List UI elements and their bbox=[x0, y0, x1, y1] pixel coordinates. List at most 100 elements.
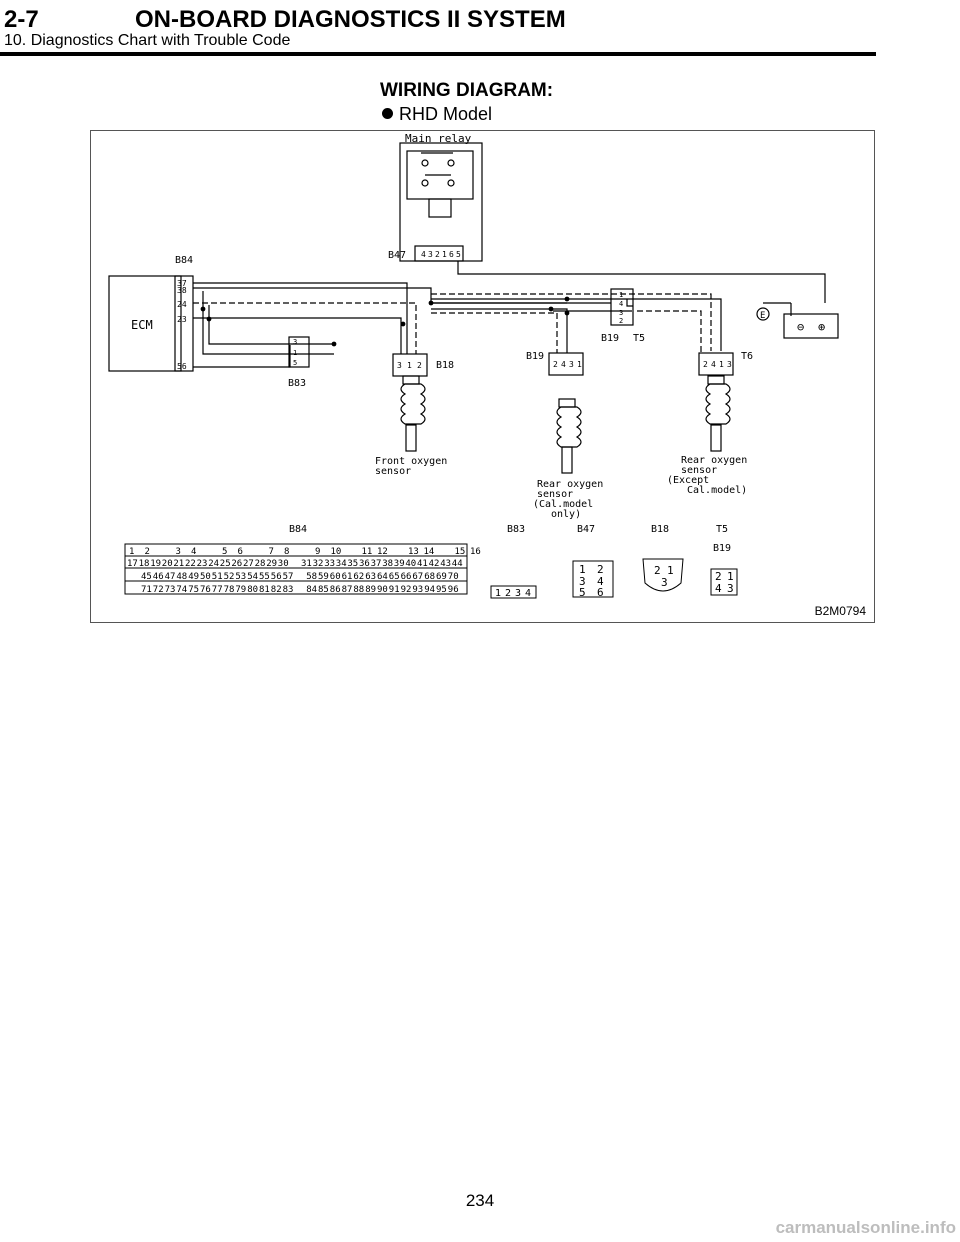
subsection-title: 10. Diagnostics Chart with Trouble Code bbox=[4, 32, 291, 49]
face-b84-pin: 20 bbox=[162, 559, 173, 569]
face-b84-pin: 92 bbox=[401, 585, 412, 595]
face-b84-pin: 73 bbox=[165, 585, 176, 595]
face-b84-pin: 15 bbox=[455, 547, 466, 557]
t5-label: T5 bbox=[633, 333, 645, 344]
face-t5-label: T5 bbox=[716, 524, 728, 535]
b47-pin-label: 4 bbox=[421, 250, 426, 259]
b84-label: B84 bbox=[175, 255, 193, 266]
section-title: ON-BOARD DIAGNOSTICS II SYSTEM bbox=[135, 6, 566, 33]
face-b84-pin: 57 bbox=[283, 572, 294, 582]
watermark: carmanualsonline.info bbox=[775, 1218, 956, 1237]
face-b18-pin: 3 bbox=[661, 576, 668, 589]
b47-pin-label: 2 bbox=[435, 250, 440, 259]
face-b18-pin: 2 bbox=[654, 564, 661, 577]
b19-connector bbox=[548, 352, 584, 376]
t5-pin-label: 2 bbox=[619, 317, 623, 325]
face-b84-pin: 7 bbox=[269, 547, 274, 557]
main-relay-label: Main relay bbox=[405, 132, 472, 145]
face-b84-pin: 75 bbox=[188, 585, 199, 595]
face-b84-pin: 43 bbox=[440, 559, 451, 569]
face-b84-pin: 90 bbox=[377, 585, 388, 595]
face-b84-pin: 79 bbox=[235, 585, 246, 595]
b47-pin-label: 3 bbox=[428, 250, 433, 259]
b83-label: B83 bbox=[288, 378, 306, 389]
face-b84-pin: 94 bbox=[424, 585, 435, 595]
face-b84-pin: 47 bbox=[165, 572, 176, 582]
face-b84-pin: 26 bbox=[231, 559, 242, 569]
face-b84-pin: 40 bbox=[405, 559, 416, 569]
rear-sensor-cal-label: only) bbox=[551, 509, 581, 520]
face-b84-pin: 12 bbox=[377, 547, 388, 557]
face-b84-pin: 56 bbox=[271, 572, 282, 582]
face-b84-pin: 28 bbox=[255, 559, 266, 569]
ecm-pin-label: 38 bbox=[177, 286, 187, 295]
t5-pin-label: 1 bbox=[619, 291, 623, 299]
t6-pin-label: 4 bbox=[711, 360, 716, 369]
face-b84-pin: 53 bbox=[235, 572, 246, 582]
face-b84-pin: 82 bbox=[271, 585, 282, 595]
ecm-pin-label: 37 bbox=[177, 279, 187, 288]
face-b84-pin: 51 bbox=[212, 572, 223, 582]
header-rule bbox=[0, 52, 876, 56]
face-b18 bbox=[642, 558, 684, 592]
face-b84-pin: 42 bbox=[429, 559, 440, 569]
bullet-dot bbox=[382, 108, 393, 119]
b18-pin-label: 2 bbox=[417, 361, 422, 370]
face-b84-pin: 8 bbox=[284, 547, 289, 557]
face-b84-pin: 84 bbox=[306, 585, 317, 595]
face-b47-pin: 6 bbox=[597, 586, 604, 599]
figure-id: B2M0794 bbox=[814, 604, 866, 618]
face-b84-pin: 14 bbox=[424, 547, 435, 557]
face-b83 bbox=[490, 585, 537, 599]
face-b83-label: B83 bbox=[507, 524, 525, 535]
main-relay-box bbox=[399, 142, 483, 262]
face-b84-pin: 32 bbox=[313, 559, 324, 569]
rear-sensor-except-label: Cal.model) bbox=[687, 485, 747, 496]
model-bullet-label: RHD Model bbox=[399, 104, 493, 124]
battery-negative-terminal: ⊖ bbox=[797, 320, 804, 334]
b19-pin-label: 1 bbox=[577, 360, 582, 369]
face-b47-label: B47 bbox=[577, 524, 595, 535]
t6-label: T6 bbox=[741, 351, 753, 362]
face-b84-pin: 50 bbox=[200, 572, 211, 582]
face-b19-label: B19 bbox=[713, 543, 731, 554]
face-b84-pin: 13 bbox=[408, 547, 419, 557]
ground-label: E bbox=[760, 311, 765, 321]
face-b47-pin: 5 bbox=[579, 586, 586, 599]
face-b84-pin: 36 bbox=[359, 559, 370, 569]
face-b84-pin: 41 bbox=[417, 559, 428, 569]
face-b84-pin: 48 bbox=[176, 572, 187, 582]
t6-pin-label: 2 bbox=[703, 360, 708, 369]
b47-label: B47 bbox=[388, 250, 406, 261]
relay-coil bbox=[428, 198, 452, 218]
face-b84-pin: 88 bbox=[353, 585, 364, 595]
ground-symbol bbox=[756, 307, 770, 321]
rear-sensor-except-label: (Except bbox=[667, 475, 709, 486]
face-b84-pin: 3 bbox=[176, 547, 181, 557]
face-b84-pin: 61 bbox=[342, 572, 353, 582]
face-b84-pin: 81 bbox=[259, 585, 270, 595]
face-b84-pin: 83 bbox=[283, 585, 294, 595]
face-b84-pin: 31 bbox=[301, 559, 312, 569]
face-b84-pin: 19 bbox=[150, 559, 161, 569]
face-b18-label: B18 bbox=[651, 524, 669, 535]
face-b84-pin: 93 bbox=[412, 585, 423, 595]
face-b84-pin: 62 bbox=[353, 572, 364, 582]
section-number: 2-7 bbox=[4, 6, 39, 33]
face-b84-pin: 65 bbox=[389, 572, 400, 582]
face-b84-pin: 91 bbox=[389, 585, 400, 595]
face-b84-pin: 11 bbox=[362, 547, 373, 557]
circuit-lines bbox=[108, 142, 839, 474]
t6-pin-label: 1 bbox=[719, 360, 724, 369]
b19-secondary-label: B19 bbox=[601, 333, 619, 344]
face-b84-pin: 49 bbox=[188, 572, 199, 582]
face-b84-pin: 38 bbox=[382, 559, 393, 569]
face-b84-pin: 55 bbox=[259, 572, 270, 582]
face-b84-pin: 6 bbox=[238, 547, 243, 557]
face-b84-pin: 23 bbox=[197, 559, 208, 569]
face-b47 bbox=[572, 560, 614, 598]
b47-pin-label: 1 bbox=[442, 250, 447, 259]
face-b84-pin: 27 bbox=[243, 559, 254, 569]
face-b84-pin: 95 bbox=[436, 585, 447, 595]
face-b83-pin: 3 bbox=[515, 588, 521, 599]
